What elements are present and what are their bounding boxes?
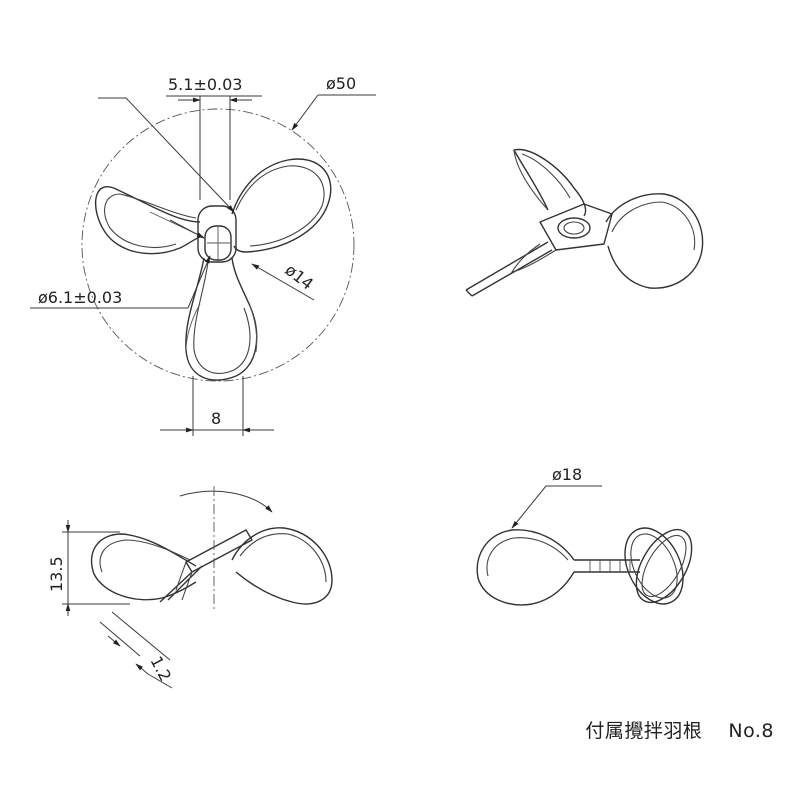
dim-blade-width: 8 bbox=[211, 409, 221, 428]
dim-hole-diameter: ø6.1±0.03 bbox=[38, 288, 122, 307]
side2-blade-a bbox=[624, 527, 684, 605]
dim-thickness: 1.2 bbox=[146, 653, 175, 684]
front-blade-left bbox=[94, 186, 203, 255]
dim-slot-width: 5.1±0.03 bbox=[168, 75, 242, 94]
side-blade-right bbox=[231, 527, 333, 605]
side2-blade-b bbox=[635, 528, 693, 604]
iso-hub bbox=[539, 203, 613, 251]
front-view: 5.1±0.03 ø50 ø14 ø6.1±0.03 8 bbox=[30, 74, 376, 436]
front-blade-bottom bbox=[185, 257, 258, 381]
dim-height: 13.5 bbox=[47, 556, 66, 592]
side2-blade-round bbox=[476, 529, 575, 606]
isometric-view bbox=[465, 148, 704, 297]
iso-blade-upper bbox=[513, 148, 587, 217]
iso-shaft bbox=[465, 241, 553, 297]
iso-blade-lower bbox=[510, 243, 557, 273]
side-view-2: ø18 bbox=[476, 465, 693, 606]
caption: 付属攪拌羽根 No.8 bbox=[585, 716, 774, 743]
front-blade-right bbox=[231, 158, 332, 253]
dim-side-diameter: ø18 bbox=[552, 465, 582, 484]
side-hub bbox=[185, 529, 253, 573]
caption-title: 付属攪拌羽根 bbox=[585, 720, 703, 742]
dim-hub-diameter: ø14 bbox=[282, 260, 317, 294]
outer-swept-circle bbox=[81, 108, 355, 382]
side-blade-left bbox=[90, 533, 197, 601]
dim-outer-diameter: ø50 bbox=[326, 74, 356, 93]
caption-model: No.8 bbox=[728, 720, 774, 742]
side-view: 13.5 1.2 bbox=[47, 486, 333, 689]
iso-blade-round bbox=[605, 193, 704, 289]
